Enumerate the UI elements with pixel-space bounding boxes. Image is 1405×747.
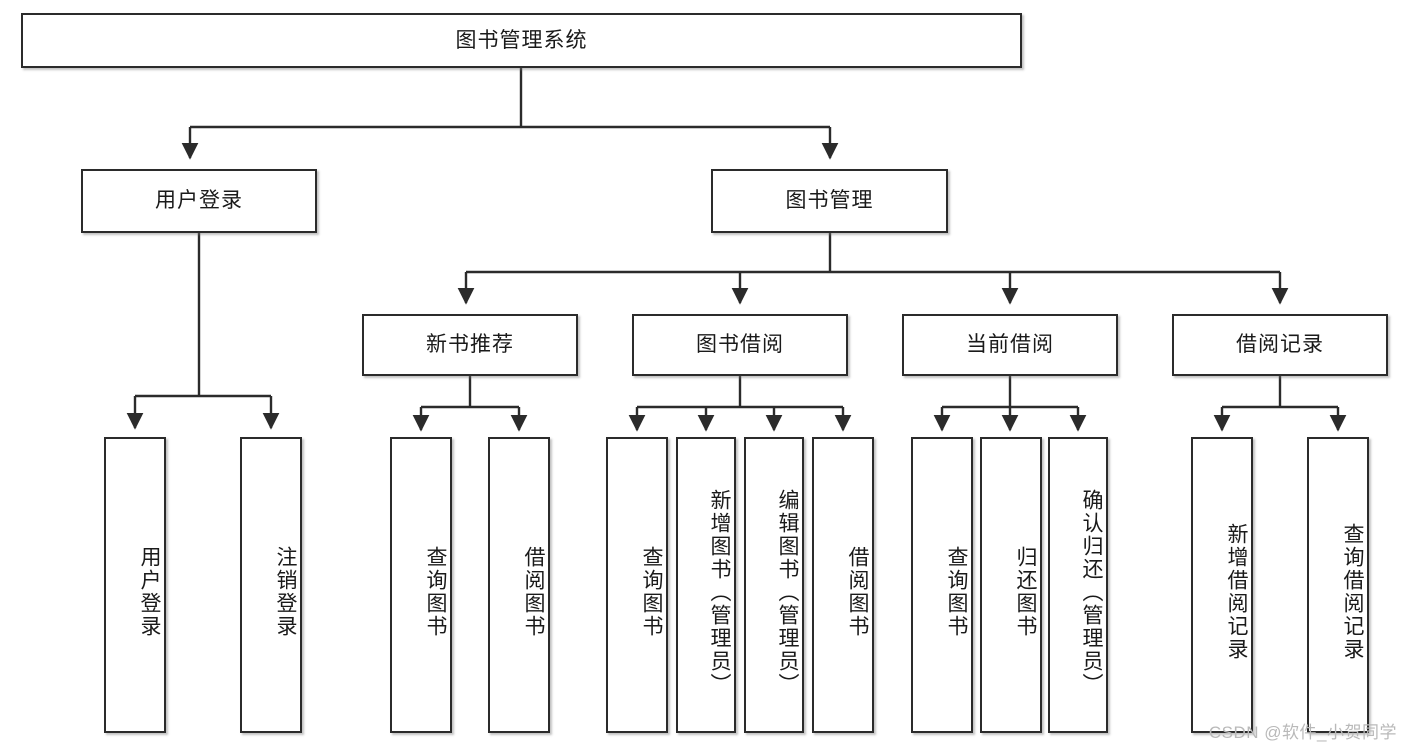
node-leaf-borrow-book-2[interactable]: 借阅图书	[812, 437, 874, 733]
node-leaf-query-book-3-label: 查询图书	[945, 546, 968, 638]
node-leaf-borrow-book-1-label: 借阅图书	[522, 546, 545, 638]
node-leaf-user-login-label: 用户登录	[138, 546, 161, 638]
node-leaf-query-book-1-label: 查询图书	[424, 546, 447, 638]
node-book-management[interactable]: 图书管理	[711, 169, 948, 233]
node-leaf-query-record-label: 查询借阅记录	[1341, 523, 1364, 661]
watermark: CSDN @软件_小贺同学	[1208, 723, 1397, 742]
node-new-book-recommend[interactable]: 新书推荐	[362, 314, 578, 376]
node-leaf-query-book-2-label: 查询图书	[640, 546, 663, 638]
node-leaf-add-record[interactable]: 新增借阅记录	[1191, 437, 1253, 733]
node-book-borrow-label: 图书借阅	[696, 333, 784, 357]
node-user-login-label: 用户登录	[155, 189, 243, 213]
node-leaf-query-book-2[interactable]: 查询图书	[606, 437, 668, 733]
node-leaf-borrow-book-1[interactable]: 借阅图书	[488, 437, 550, 733]
node-leaf-query-record[interactable]: 查询借阅记录	[1307, 437, 1369, 733]
node-leaf-return-book-label: 归还图书	[1014, 546, 1037, 638]
node-leaf-add-record-label: 新增借阅记录	[1225, 523, 1248, 661]
node-current-borrow[interactable]: 当前借阅	[902, 314, 1118, 376]
node-leaf-borrow-book-2-label: 借阅图书	[846, 546, 869, 638]
node-leaf-logout-login[interactable]: 注销登录	[240, 437, 302, 733]
node-leaf-query-book-3[interactable]: 查询图书	[911, 437, 973, 733]
node-leaf-confirm-return[interactable]: 确认归还（管理员）	[1048, 437, 1108, 733]
node-borrow-record-label: 借阅记录	[1236, 333, 1324, 357]
node-leaf-logout-login-label: 注销登录	[274, 546, 297, 638]
node-leaf-user-login[interactable]: 用户登录	[104, 437, 166, 733]
node-leaf-edit-book[interactable]: 编辑图书（管理员）	[744, 437, 804, 733]
node-borrow-record[interactable]: 借阅记录	[1172, 314, 1388, 376]
node-current-borrow-label: 当前借阅	[966, 333, 1054, 357]
node-leaf-query-book-1[interactable]: 查询图书	[390, 437, 452, 733]
node-user-login[interactable]: 用户登录	[81, 169, 317, 233]
node-book-management-label: 图书管理	[785, 189, 874, 213]
node-root-label: 图书管理系统	[455, 28, 588, 52]
node-new-book-recommend-label: 新书推荐	[426, 333, 514, 357]
node-root[interactable]: 图书管理系统	[21, 13, 1022, 68]
node-leaf-return-book[interactable]: 归还图书	[980, 437, 1042, 733]
node-leaf-edit-book-label: 编辑图书（管理员）	[776, 488, 799, 696]
node-leaf-add-book-label: 新增图书（管理员）	[708, 488, 731, 696]
node-leaf-add-book[interactable]: 新增图书（管理员）	[676, 437, 736, 733]
node-leaf-confirm-return-label: 确认归还（管理员）	[1080, 488, 1103, 696]
node-book-borrow[interactable]: 图书借阅	[632, 314, 848, 376]
